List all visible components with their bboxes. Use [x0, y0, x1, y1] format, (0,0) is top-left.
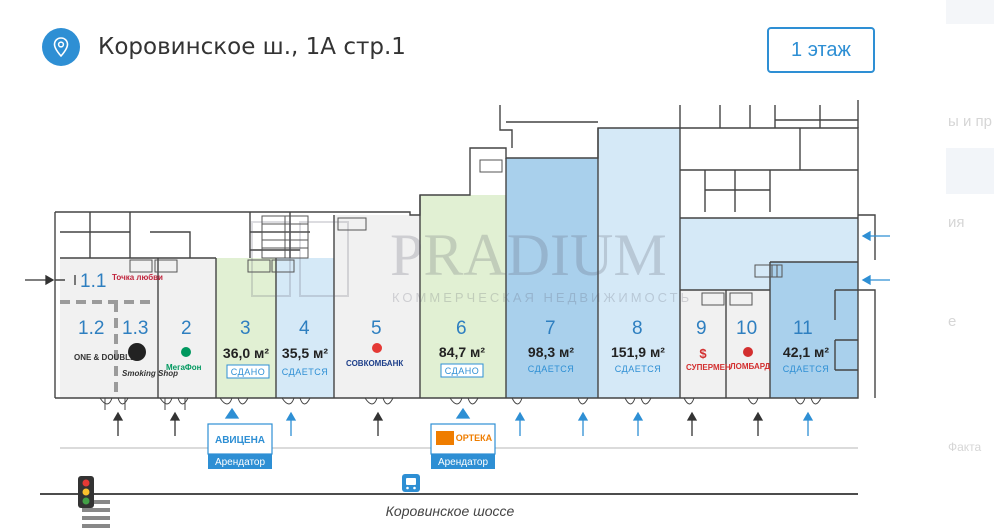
unit-area-label: 36,0 м² [223, 345, 269, 361]
status-badge [440, 363, 484, 378]
brand-sovcombank: СОВКОМБАНК [346, 359, 403, 368]
unit-number: 2 [181, 318, 192, 339]
supermen-logo-icon: $ [699, 346, 707, 361]
tenant-brand: ОРТЕКА [456, 433, 493, 443]
available-entrance-arrows [224, 230, 890, 436]
tenant-card-orteka[interactable]: ОРТЕКА Арендатор [430, 423, 496, 469]
unit-number: 5 [371, 318, 382, 339]
brand-smoking-shop: Smoking Shop [122, 369, 178, 378]
unit-area-label: 42,1 м² [783, 344, 829, 360]
sanitary-fixtures [129, 159, 783, 306]
unit-number: 8 [632, 318, 643, 339]
floor-button[interactable]: 1 этаж [767, 27, 875, 73]
lombard-logo-icon [743, 347, 753, 357]
tenant-label: Арендатор [438, 457, 489, 468]
megafon-logo-icon [181, 347, 191, 357]
unit-area-10[interactable] [726, 290, 770, 398]
header: Коровинское ш., 1А стр.1 [42, 28, 406, 66]
entrance-arrows [25, 274, 764, 436]
watermark-name: PRADIUM [390, 222, 667, 288]
floor-plan: Коровинское шоссе PRADIUM КОММЕРЧЕСКАЯ Н… [25, 100, 890, 528]
unit-area-1[interactable] [60, 258, 158, 398]
address-title: Коровинское ш., 1А стр.1 [98, 34, 406, 60]
unit-area-label: 84,7 м² [439, 344, 485, 360]
brand-lombard: ЛОМБАРД [730, 362, 771, 371]
unit-area-5[interactable] [334, 215, 420, 398]
status-text: СДАЕТСЯ [528, 364, 574, 374]
status-badge [226, 364, 270, 379]
unit-area-8[interactable] [598, 128, 858, 398]
doors [99, 397, 822, 410]
smoking-shop-logo-icon [128, 343, 146, 361]
brand-one-double: ONE & DOUBLE [74, 353, 136, 362]
status-text: СДАЕТСЯ [615, 364, 661, 374]
unit-area-11[interactable] [770, 262, 858, 398]
location-pin-icon [42, 28, 80, 66]
bus-stop-icon [402, 474, 420, 492]
tenant-label: Арендатор [215, 457, 266, 468]
unit-number: 11 [793, 318, 813, 339]
side-panel-block [946, 0, 994, 24]
brand-tochka-lyubvi: Точка любви [112, 273, 163, 282]
side-panel-text: ы и пр [948, 113, 992, 130]
unit-number: 10 [736, 318, 757, 339]
status-text: СДАЕТСЯ [282, 367, 328, 377]
status-text: СДАНО [445, 366, 479, 376]
unit-area-9[interactable] [680, 290, 726, 398]
unit-number: 3 [240, 318, 251, 339]
traffic-light-icon [78, 476, 94, 508]
status-text: СДАНО [231, 367, 265, 377]
unit-number: 1.1 [80, 271, 106, 292]
sovcombank-logo-icon [372, 343, 382, 353]
unit-number: 1.3 [122, 318, 148, 339]
unit-area-label: 98,3 м² [528, 344, 574, 360]
side-panel-block [946, 148, 994, 194]
watermark-sub: КОММЕРЧЕСКАЯ НЕДВИЖИМОСТЬ [392, 290, 692, 305]
unit-area-4[interactable] [276, 258, 334, 398]
watermark: PRADIUM КОММЕРЧЕСКАЯ НЕДВИЖИМОСТЬ [251, 221, 692, 305]
tenant-brand: АВИЦЕНА [215, 435, 265, 446]
unit-area-label: 35,5 м² [282, 345, 328, 361]
side-panel-text: ия [948, 214, 965, 231]
unit-number: 1.2 [78, 318, 104, 339]
side-panel-text: е [948, 313, 957, 330]
unit-number: 4 [299, 318, 310, 339]
unit-1-partition [60, 300, 156, 398]
side-panel: ы и пр ия е Факта [938, 0, 994, 531]
unit-area-7[interactable] [506, 158, 598, 398]
brand-megafon: МегаФон [166, 363, 202, 372]
orteka-logo-icon [436, 431, 454, 445]
tenant-card-avicena[interactable]: АВИЦЕНА Арендатор [207, 423, 273, 469]
unit-number: 7 [545, 318, 556, 339]
stairs [261, 215, 309, 259]
side-panel-text: Факта [948, 440, 982, 454]
unit-area-2[interactable] [158, 258, 216, 398]
unit-area-label: 151,9 м² [611, 344, 665, 360]
street-name: Коровинское шоссе [386, 503, 515, 519]
status-text: СДАЕТСЯ [783, 364, 829, 374]
unit-number: 6 [456, 318, 467, 339]
unit-number: 9 [696, 318, 707, 339]
brand-supermen: СУПЕРМЕН [686, 363, 731, 372]
